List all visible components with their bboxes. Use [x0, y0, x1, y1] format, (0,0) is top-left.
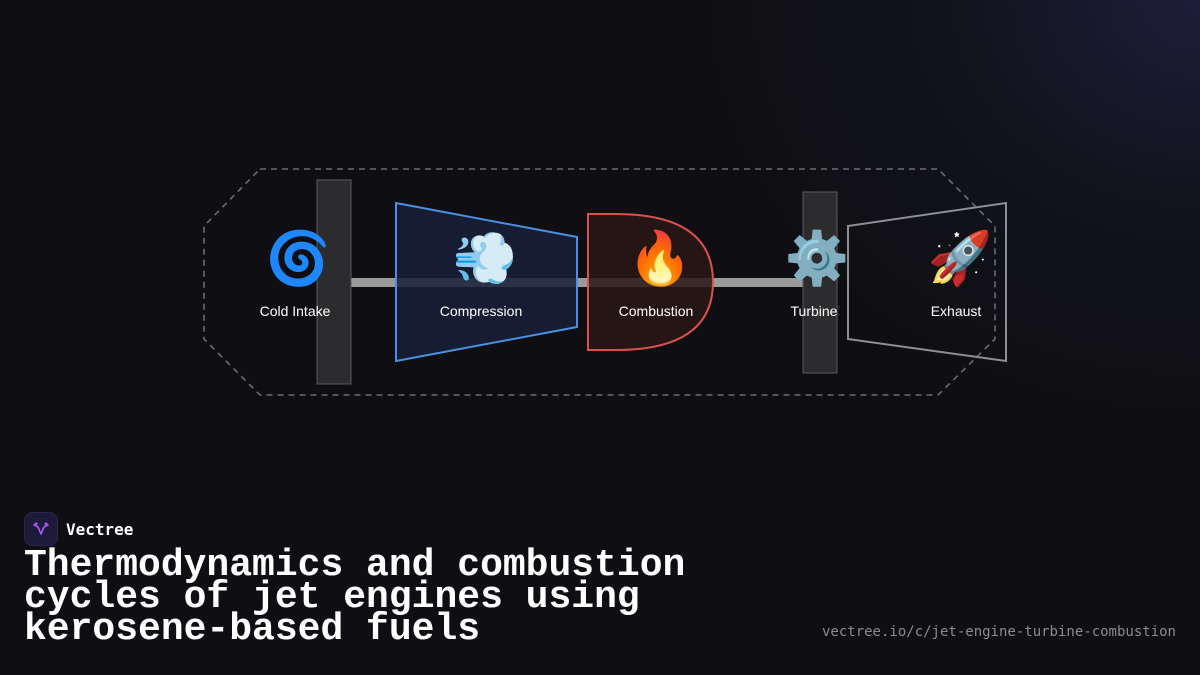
page-title: Thermodynamics and combustion cycles of … [24, 544, 686, 651]
stage-label-intake: Cold Intake [259, 303, 331, 319]
vectree-logo-mark [33, 522, 49, 535]
engine-housing-outline [203, 168, 996, 396]
stage-label-turbine: Turbine [790, 303, 838, 319]
exhaust-nozzle [847, 201, 1007, 363]
combustion-chamber [587, 213, 715, 351]
stage-label-compression: Compression [439, 303, 523, 319]
vectree-logo-icon [24, 512, 58, 546]
cyclone-icon: 🌀 [265, 229, 331, 289]
dashing-away-icon: 💨 [452, 229, 518, 289]
intake-fan-blade [316, 179, 352, 385]
compressor-section [395, 201, 578, 363]
brand: Vectree [24, 512, 133, 546]
turbine-blade [802, 191, 838, 374]
gear-icon: ⚙️ [784, 229, 850, 289]
fire-icon: 🔥 [627, 229, 693, 289]
brand-name: Vectree [66, 519, 134, 539]
page-url[interactable]: vectree.io/c/jet-engine-turbine-combusti… [821, 624, 1176, 640]
stage-label-exhaust: Exhaust [930, 303, 982, 319]
rocket-icon: 🚀 [927, 229, 993, 289]
stage-label-combustion: Combustion [618, 303, 694, 319]
